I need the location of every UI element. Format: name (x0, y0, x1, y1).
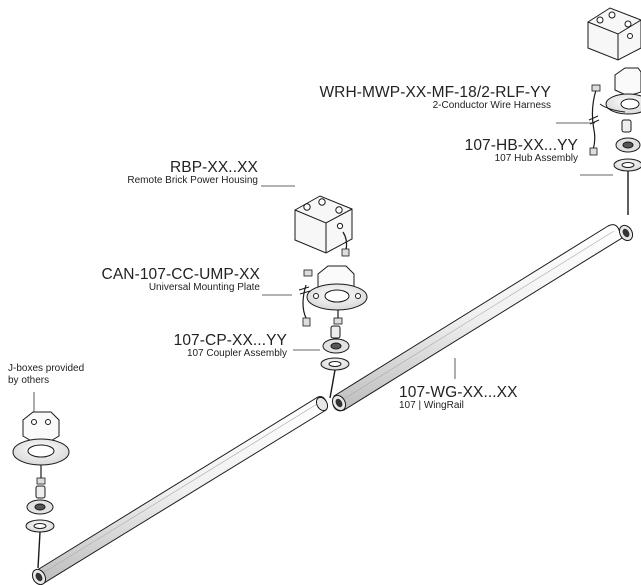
remote-brick-part-code: RBP-XX..XX (170, 159, 258, 176)
hub-assembly-part-code: 107-HB-XX...YY (464, 137, 578, 154)
wire-harness-top-right (588, 84, 601, 156)
j-box-note: J-boxes provided by others (8, 363, 84, 387)
mounting-plate-description: Universal Mounting Plate (148, 282, 260, 294)
coupler-assembly-label: 107-CP-XX...YY 107 Coupler Assembly (173, 332, 287, 360)
coupler-assembly (320, 325, 350, 399)
wingrail-description: 107 | WingRail (399, 400, 464, 412)
wingrail-right (331, 224, 634, 412)
mounting-plate-part-code: CAN-107-CC-UMP-XX (101, 266, 260, 283)
leader-lines (33, 122, 613, 412)
wingrail-label: 107-WG-XX...XX 107 | WingRail (399, 384, 518, 412)
remote-brick-description: Remote Brick Power Housing (127, 175, 258, 187)
remote-brick-label: RBP-XX..XX Remote Brick Power Housing (127, 159, 258, 187)
wingrail-left (31, 396, 329, 585)
j-box-left (12, 411, 70, 485)
wire-harness-description: 2-Conductor Wire Harness (432, 100, 551, 112)
wire-harness-label: WRH-MWP-XX-MF-18/2-RLF-YY 2-Conductor Wi… (319, 84, 551, 112)
j-box-note-line1: J-boxes provided (8, 363, 85, 374)
coupler-assembly-description: 107 Coupler Assembly (186, 348, 287, 360)
hub-assembly-left (25, 485, 55, 569)
hub-mount-top-right (599, 67, 641, 115)
remote-brick-housing-top-right (587, 7, 641, 61)
wingrail-part-code: 107-WG-XX...XX (399, 384, 518, 401)
universal-mounting-plate (298, 265, 368, 327)
remote-brick-housing-middle (294, 195, 353, 257)
mounting-plate-label: CAN-107-CC-UMP-XX Universal Mounting Pla… (101, 266, 260, 294)
hub-assembly-description: 107 Hub Assembly (494, 153, 578, 165)
hub-assembly-top-right (613, 119, 641, 215)
j-box-note-line2: by others (8, 375, 50, 386)
wire-harness-part-code: WRH-MWP-XX-MF-18/2-RLF-YY (319, 84, 551, 101)
coupler-assembly-part-code: 107-CP-XX...YY (173, 332, 287, 349)
hub-assembly-label: 107-HB-XX...YY 107 Hub Assembly (464, 137, 578, 165)
